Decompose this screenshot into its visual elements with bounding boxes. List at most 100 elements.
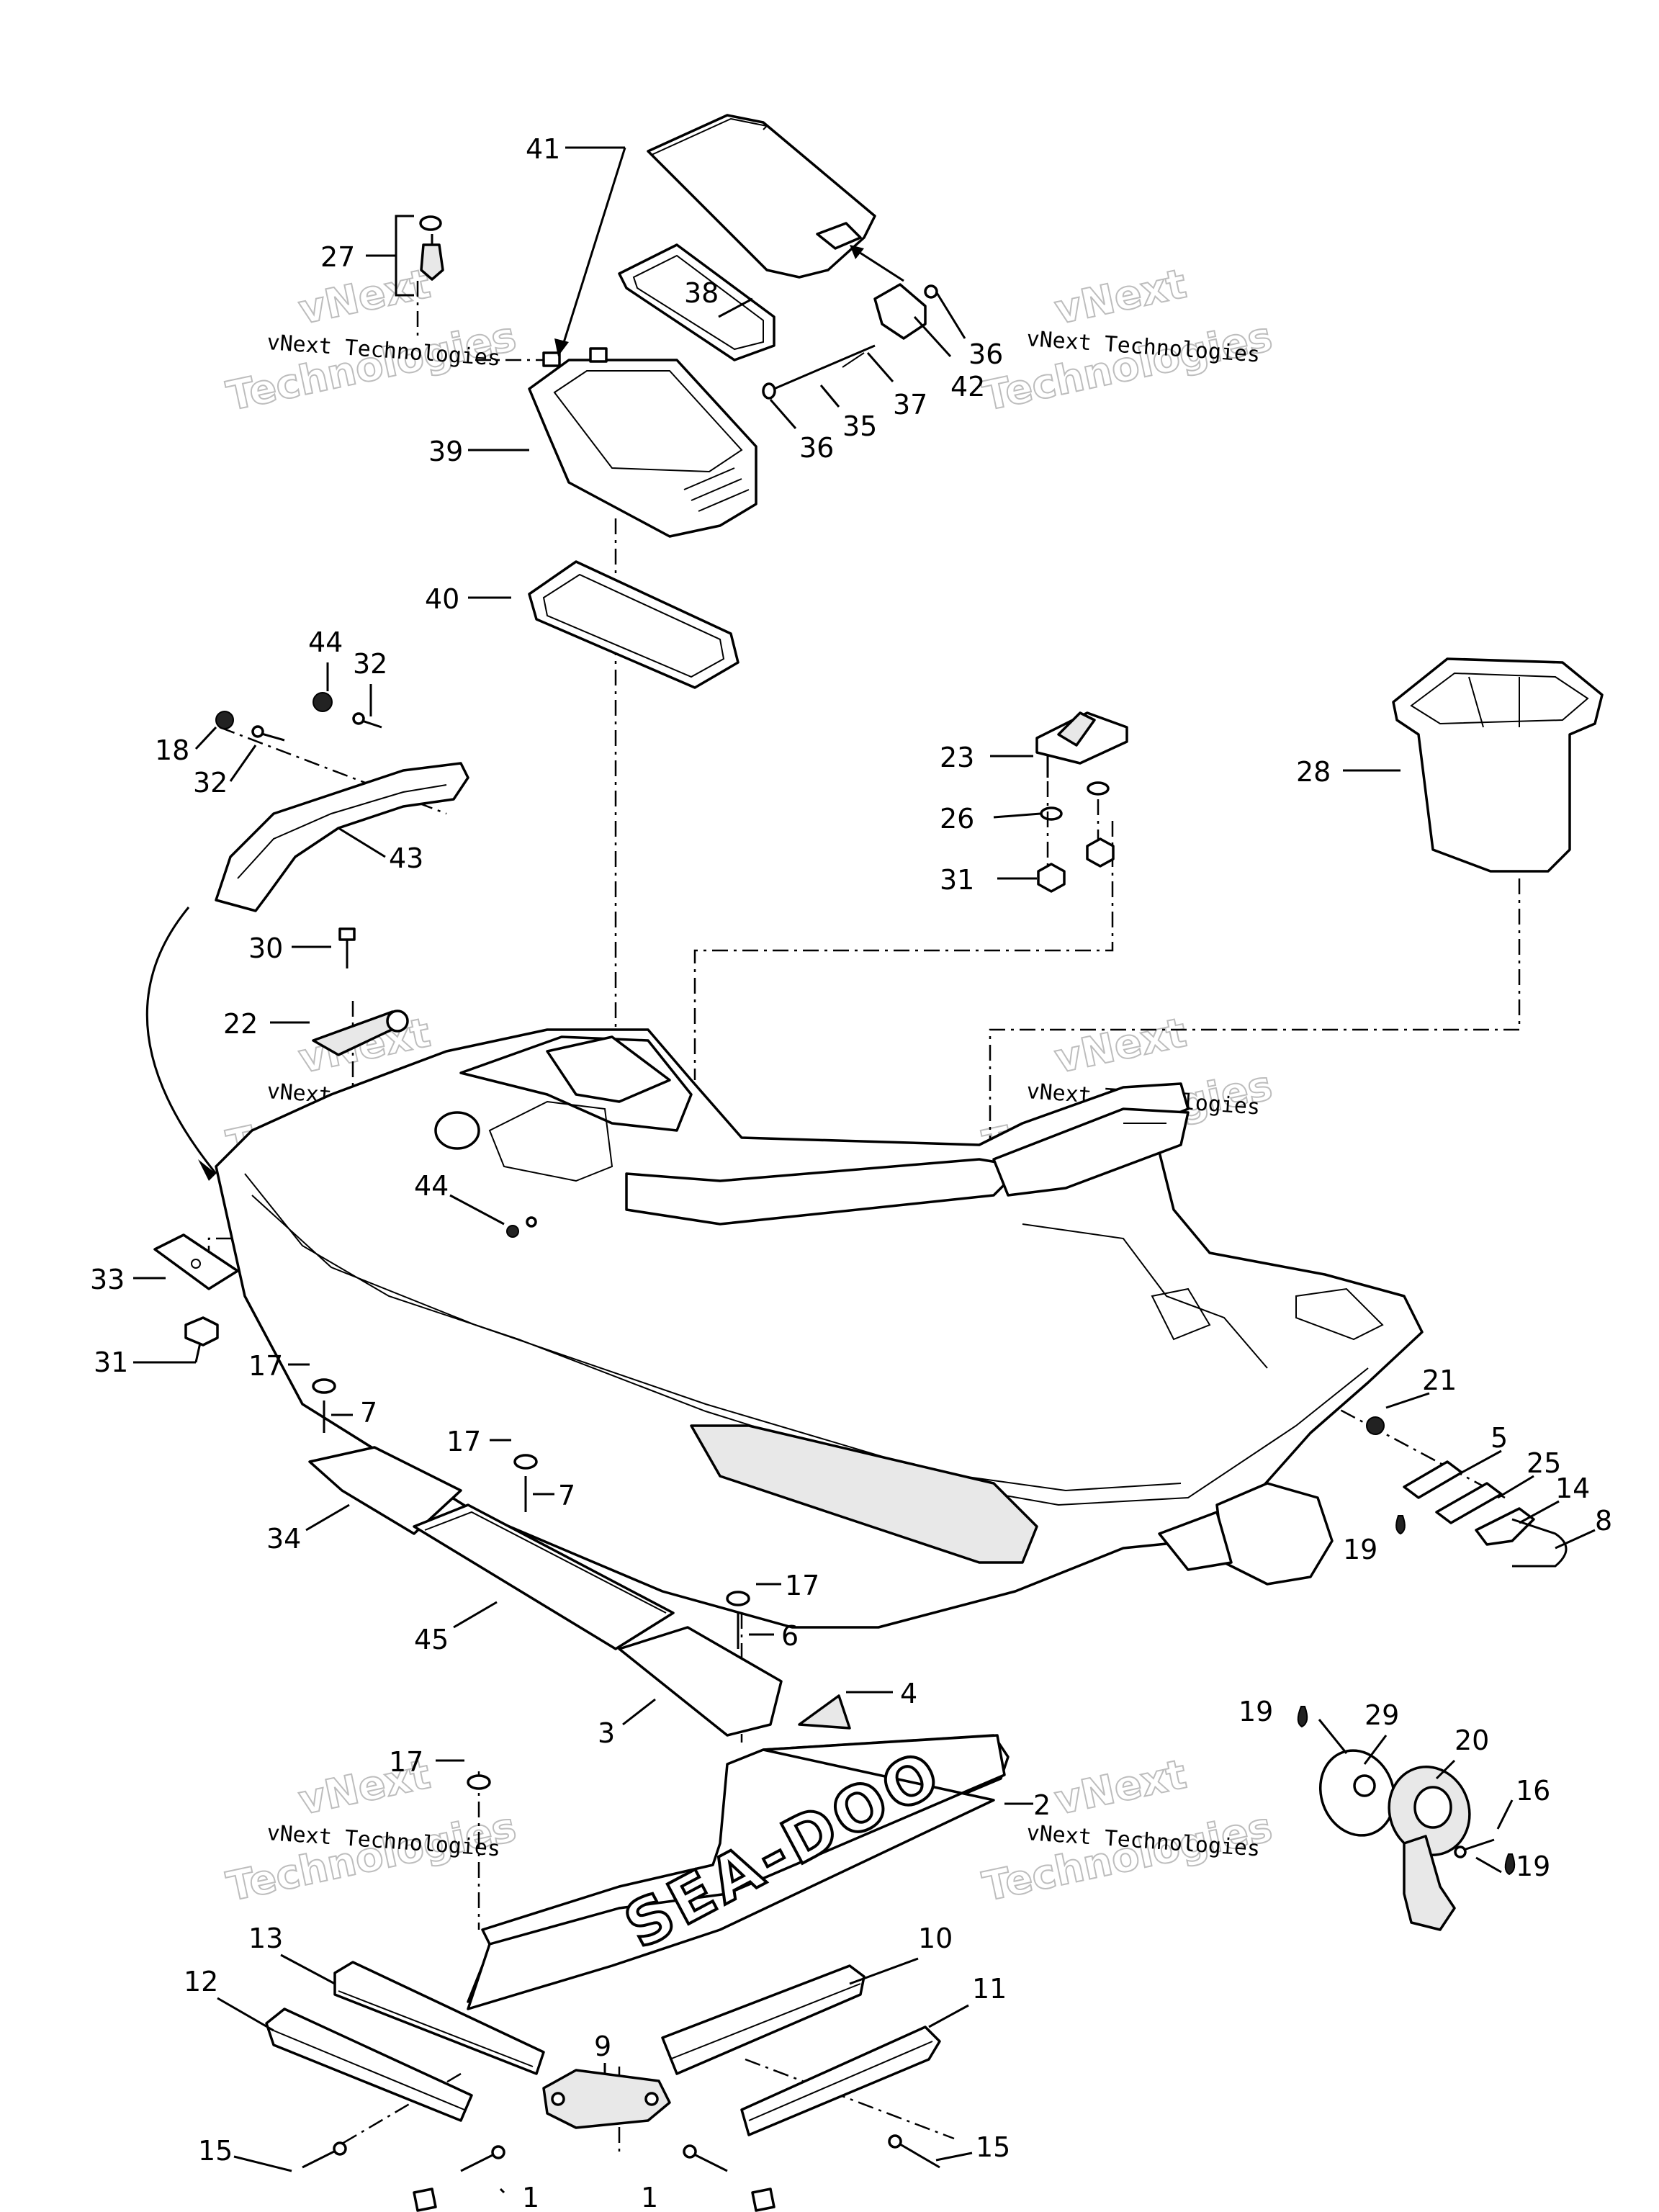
- plate-34-shape: [308, 1446, 462, 1535]
- callout-17-c: 17: [785, 1570, 819, 1601]
- rivet-15-center-left: [460, 2152, 498, 2172]
- callout-leaders: [133, 146, 1596, 2194]
- cap-17-d: [467, 1774, 491, 1790]
- nut-18: [215, 711, 234, 729]
- plate-3-shape: [618, 1626, 783, 1737]
- callout-20: 20: [1455, 1725, 1489, 1756]
- screw-16: [1461, 1838, 1495, 1852]
- callout-7-a: 7: [360, 1397, 377, 1429]
- callout-28: 28: [1296, 756, 1331, 788]
- clip-eye: [386, 1010, 409, 1033]
- callout-16: 16: [1516, 1775, 1550, 1807]
- washer-right: [1087, 781, 1110, 796]
- callout-39: 39: [428, 436, 463, 467]
- lid-gasket-outer: [618, 243, 775, 361]
- bolt-head: [338, 927, 356, 941]
- callout-22: 22: [223, 1008, 258, 1040]
- rivet-15-left: [302, 2148, 339, 2169]
- storage-lid-41: [647, 114, 876, 279]
- callout-27: 27: [320, 241, 355, 273]
- latch-body: [873, 283, 927, 340]
- watermark-outline-bottom: Technologies: [979, 313, 1276, 420]
- callout-37: 37: [893, 389, 927, 421]
- callout-18: 18: [155, 734, 189, 766]
- pump-cover-body: [542, 2069, 671, 2129]
- hull-sponson-rail: [690, 1424, 1038, 1564]
- storage-lid-shape: [647, 114, 876, 279]
- nut-right: [1086, 837, 1115, 868]
- callout-15-right: 15: [976, 2131, 1010, 2163]
- rivets-and-caps: [312, 1378, 750, 1790]
- dash-rear-bin-to-hull: [989, 878, 1521, 1188]
- bolt-30: [338, 927, 356, 968]
- callout-1-left: 1: [522, 2182, 539, 2212]
- u-bolt-8: [1511, 1518, 1568, 1568]
- arrow-fender-to-hull: [145, 907, 217, 1174]
- lid-gasket-38: [618, 243, 775, 361]
- rivet-cap: [419, 215, 442, 231]
- fender-fasteners: [215, 692, 382, 742]
- fender-43: [215, 762, 469, 912]
- sponson-10-rail: [669, 1983, 861, 2060]
- callout-4: 4: [900, 1678, 917, 1709]
- callout-40: 40: [425, 583, 459, 615]
- callout-35: 35: [842, 410, 877, 442]
- sponson-13-body: [333, 1961, 545, 2075]
- plate-hole: [191, 1259, 201, 1269]
- nut-shape: [184, 1316, 219, 1346]
- plate-45-edge: [424, 1511, 667, 1614]
- hull-rear-deck-vent: [1295, 1287, 1384, 1341]
- callout-19-bottom: 19: [1516, 1851, 1550, 1882]
- callout-45: 45: [414, 1624, 449, 1655]
- hull-handlebar-recess: [488, 1100, 613, 1182]
- callout-3: 3: [598, 1717, 615, 1749]
- storage-bin-hinge-left: [542, 351, 561, 367]
- callout-29: 29: [1364, 1699, 1399, 1731]
- pump-cover-9: [542, 2069, 671, 2129]
- sponson-13: [333, 1961, 545, 2075]
- rear-storage-bucket-28: [1392, 657, 1604, 873]
- bracket-hook: [1057, 711, 1096, 747]
- callout-42: 42: [950, 371, 985, 403]
- callout-15-left: 15: [198, 2135, 233, 2167]
- cap-17-a: [312, 1378, 336, 1394]
- plate-4: [798, 1694, 851, 1730]
- plate-5: [1403, 1460, 1463, 1499]
- plate-45: [413, 1503, 675, 1650]
- storage-bin-opening: [553, 370, 743, 473]
- callout-32-top: 32: [353, 648, 387, 680]
- callout-11: 11: [972, 1973, 1007, 2005]
- storage-bin-hinge-right: [589, 347, 608, 363]
- nut-left: [1037, 863, 1066, 893]
- plate-25: [1435, 1482, 1503, 1524]
- rivet-15-right-head: [888, 2134, 902, 2149]
- rivet-15-center-right: [691, 2152, 728, 2172]
- dash-fender-screws: [219, 726, 447, 815]
- callout-44-top: 44: [308, 626, 343, 658]
- screw-32-left-head: [251, 725, 264, 738]
- rivet-body: [420, 243, 444, 281]
- spring-coil: [842, 352, 865, 368]
- callout-13: 13: [248, 1923, 283, 1954]
- sponson-11: [740, 2026, 941, 2136]
- callout-32-left: 32: [193, 767, 228, 799]
- hull-fuel-cap: [434, 1111, 480, 1150]
- watermark-outline-top: vNext: [1051, 1010, 1190, 1083]
- bucket-rim: [1410, 672, 1589, 725]
- rivet-15-center-right-head: [683, 2144, 697, 2159]
- screw-16-head: [1454, 1845, 1467, 1858]
- bracket-14: [1475, 1507, 1535, 1546]
- nut-21: [1366, 1416, 1385, 1435]
- hull-footwell: [1022, 1223, 1268, 1369]
- latch-42: [873, 283, 938, 340]
- sealant-drop-19: [1395, 1515, 1406, 1535]
- hull-rear-holes: [1151, 1287, 1211, 1341]
- callout-36-upper: 36: [968, 338, 1003, 370]
- cap-1-right: [751, 2188, 775, 2212]
- plate-34: [308, 1446, 462, 1535]
- pin-rod: [773, 344, 876, 390]
- callout-2: 2: [1033, 1789, 1051, 1821]
- callout-19-top: 19: [1238, 1696, 1273, 1727]
- nuts-31-right: [1037, 837, 1115, 893]
